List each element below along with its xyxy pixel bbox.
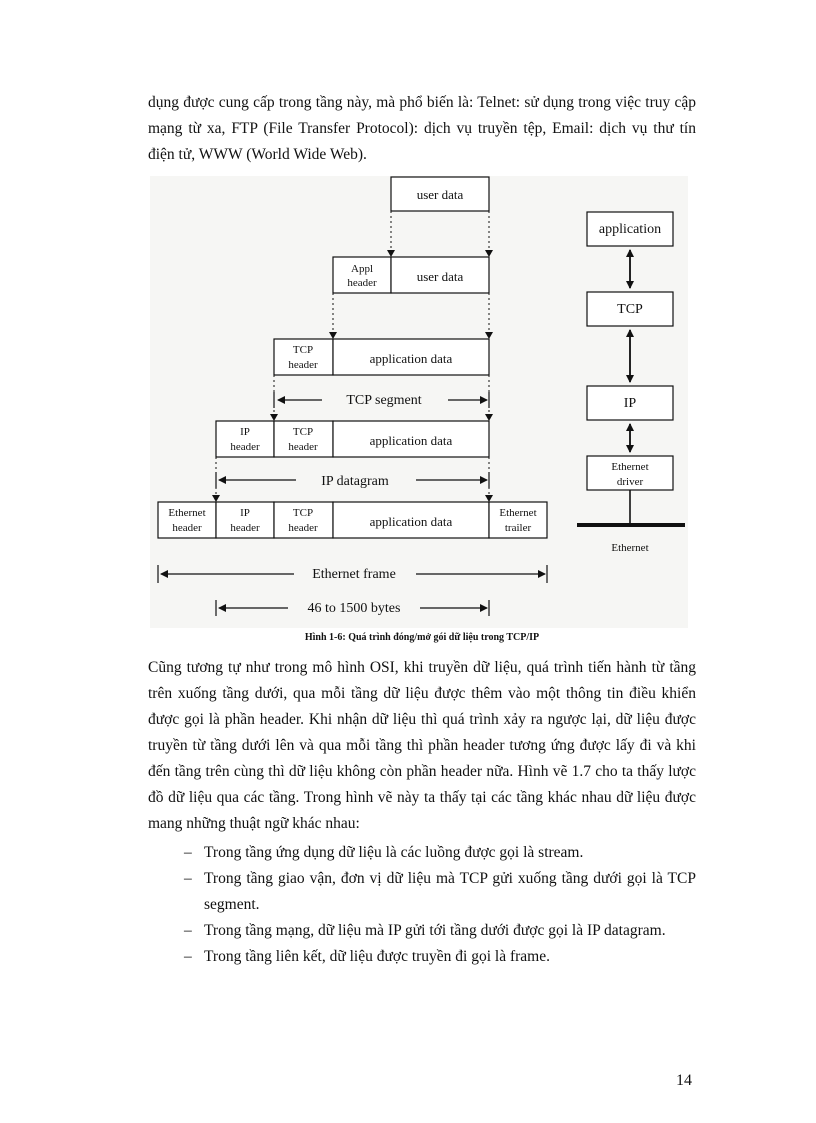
- page-number: 14: [676, 1072, 692, 1089]
- list-item: Trong tầng mạng, dữ liệu mà IP gửi tới t…: [180, 918, 696, 944]
- user-data-label-2: user data: [417, 269, 464, 284]
- app-data-box-4: [332, 420, 490, 458]
- user-data-box-2: [390, 256, 490, 294]
- intro-paragraph: dụng được cung cấp trong tầng này, mà ph…: [148, 94, 696, 163]
- ip-header-4-line-1: IP: [240, 426, 250, 438]
- ethernet-frame-label: Ethernet frame: [312, 567, 396, 582]
- ip-header-4-line-2: header: [230, 441, 260, 453]
- body-paragraph: Cũng tương tự như trong mô hình OSI, khi…: [148, 659, 696, 832]
- appl-header-box: [332, 256, 392, 294]
- tcp-header-5-line-1: TCP: [293, 507, 313, 519]
- list-item: Trong tầng ứng dụng dữ liệu là các luồng…: [180, 840, 696, 866]
- bullet-list: Trong tầng ứng dụng dữ liệu là các luồng…: [180, 840, 696, 970]
- stack-tcp-box: [586, 291, 674, 327]
- eth-header-line-2: header: [172, 522, 202, 534]
- stack-driver-box: [586, 455, 674, 491]
- ip-header-box-4: [215, 420, 275, 458]
- appl-header-line-1: Appl: [351, 263, 373, 275]
- ip-header-5-line-1: IP: [240, 507, 250, 519]
- list-item: Trong tầng liên kết, dữ liệu được truyền…: [180, 944, 696, 970]
- eth-trailer-box: [488, 501, 548, 539]
- byte-range-label: 46 to 1500 bytes: [308, 601, 401, 616]
- eth-header-box: [157, 501, 217, 539]
- stack-driver-line-1: Ethernet: [611, 461, 648, 473]
- ip-datagram-label: IP datagram: [321, 474, 389, 489]
- appl-header-line-2: header: [347, 277, 377, 289]
- stack-ip-label: IP: [624, 396, 637, 411]
- tcp-header-5-line-2: header: [288, 522, 318, 534]
- app-data-label-4: application data: [370, 433, 453, 448]
- tcp-header-4-line-2: header: [288, 441, 318, 453]
- user-data-box-1: [390, 176, 490, 212]
- tcp-header-3-line-2: header: [288, 359, 318, 371]
- list-item: Trong tầng giao vận, đơn vị dữ liệu mà T…: [180, 866, 696, 918]
- app-data-label-3: application data: [370, 351, 453, 366]
- stack-ethernet-label: Ethernet: [611, 542, 648, 554]
- app-data-box-5: [332, 501, 490, 539]
- tcp-header-box-5: [273, 501, 334, 539]
- stack-driver-line-2: driver: [617, 476, 644, 488]
- ip-header-5-line-2: header: [230, 522, 260, 534]
- tcp-segment-label: TCP segment: [346, 393, 421, 408]
- eth-trailer-line-2: trailer: [505, 522, 532, 534]
- tcp-header-3-line-1: TCP: [293, 344, 313, 356]
- tcp-header-box-4: [273, 420, 334, 458]
- eth-header-line-1: Ethernet: [168, 507, 205, 519]
- stack-ip-box: [586, 385, 674, 421]
- tcp-header-4-line-1: TCP: [293, 426, 313, 438]
- stack-tcp-label: TCP: [617, 302, 643, 317]
- user-data-label-1: user data: [417, 187, 464, 202]
- app-data-label-5: application data: [370, 514, 453, 529]
- stack-application-box: [586, 211, 674, 247]
- stack-application-label: application: [599, 222, 661, 237]
- eth-trailer-line-1: Ethernet: [499, 507, 536, 519]
- app-data-box-3: [332, 338, 490, 376]
- figure-caption: Hình 1-6: Quá trình đóng/mở gói dữ liệu …: [304, 632, 540, 643]
